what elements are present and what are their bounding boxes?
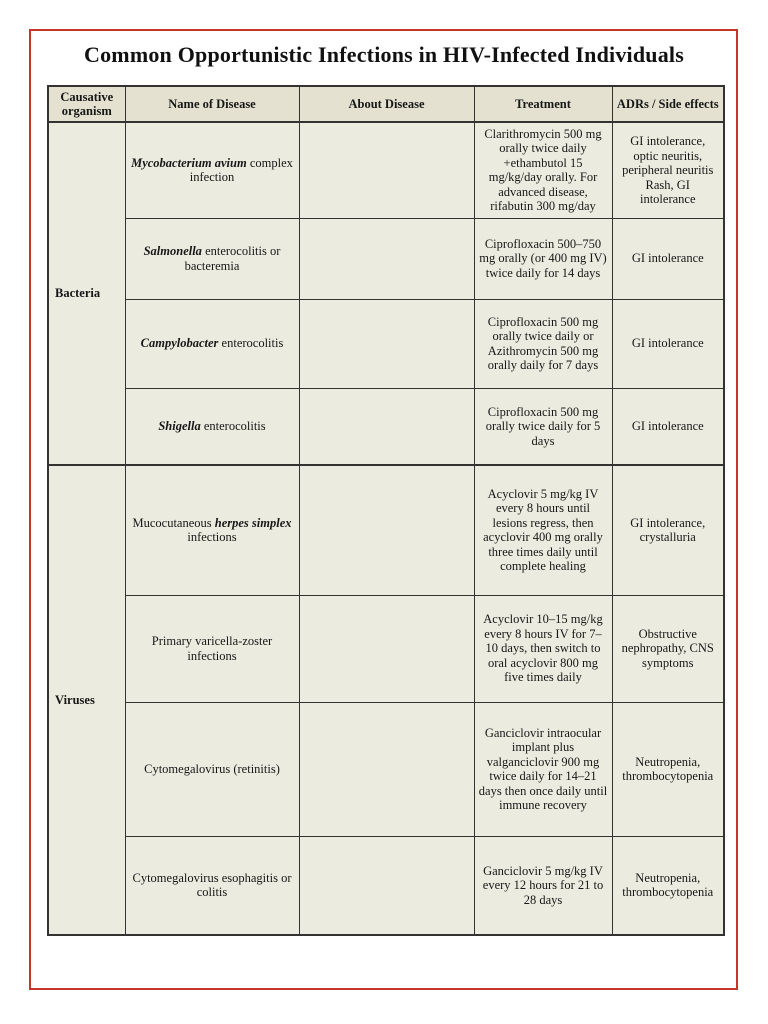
about-cell [298,835,475,936]
treatment-cell: Ciprofloxacin 500 mg orally twice daily … [473,298,613,389]
about-cell [298,464,475,596]
table-row: Campylobacter enterocolitis Ciprofloxacin… [48,298,725,389]
table-row: Cytomegalovirus (retinitis) Ganciclovir i… [48,701,725,837]
disease-name-text: Mucocutaneous [132,515,215,530]
table-row: Shigella enterocolitis Ciprofloxacin 500 … [48,387,725,466]
infections-table: Causative organism Name of Disease About… [47,85,725,936]
adr-cell: Neutropenia, thrombocytopenia [611,701,725,837]
about-cell [298,387,475,466]
treatment-cell: Ganciclovir intraocular implant plus val… [473,701,613,837]
disease-name-text: infections [187,530,237,545]
disease-cell: Campylobacter enterocolitis [124,298,300,389]
table-header: Causative organism Name of Disease About… [47,85,725,123]
adr-cell: GI intolerance, crystalluria [611,464,725,596]
treatment-cell: Acyclovir 10–15 mg/kg every 8 hours IV f… [473,594,613,703]
disease-name-emphasis: Campylobacter [140,336,219,351]
adr-cell: GI intolerance [611,217,725,300]
disease-name-text: Cytomegalovirus esophagitis or colitis [132,870,292,900]
adr-cell: GI intolerance [611,387,725,466]
organism-cell: Viruses [47,464,126,936]
header-adrs: ADRs / Side effects [611,85,725,123]
disease-cell: Mycobacterium avium complex infection [124,121,300,219]
table-row: Cytomegalovirus esophagitis or colitis Ga… [48,835,725,936]
adr-cell: GI intolerance [611,298,725,389]
header-causative-organism: Causative organism [47,85,126,123]
about-cell [298,298,475,389]
treatment-cell: Acyclovir 5 mg/kg IV every 8 hours until… [473,464,613,596]
about-cell [298,701,475,837]
disease-cell: Mucocutaneous herpes simplex infections [124,464,300,596]
adr-cell: Obstructive nephropathy, CNS symptoms [611,594,725,703]
header-about-disease: About Disease [298,85,475,123]
infections-table-container: Causative organism Name of Disease About… [47,85,725,936]
disease-name-text: Cytomegalovirus (retinitis) [144,761,280,776]
disease-cell: Primary varicella-zoster infections [124,594,300,703]
disease-cell: Cytomegalovirus (retinitis) [124,701,300,837]
disease-name-text: complex infection [189,155,293,185]
disease-cell: Salmonella enterocolitis or bacteremia [124,217,300,300]
disease-name-emphasis: Salmonella [143,244,202,258]
treatment-cell: Ciprofloxacin 500–750 mg orally (or 400 … [473,217,613,300]
table-row: Primary varicella-zoster infections Acycl… [48,594,725,703]
disease-cell: Cytomegalovirus esophagitis or colitis [124,835,300,936]
about-cell [298,217,475,300]
disease-name-text: Primary varicella-zoster infections [151,634,273,663]
disease-name-text: enterocolitis [218,336,284,351]
disease-cell: Shigella enterocolitis [124,387,300,466]
about-cell [298,121,475,219]
about-cell [298,594,475,703]
disease-name-text: enterocolitis [200,419,266,433]
treatment-cell: Ganciclovir 5 mg/kg IV every 12 hours fo… [473,835,613,936]
adr-cell: GI intolerance, optic neuritis, peripher… [611,121,725,219]
page-title: Common Opportunistic Infections in HIV-I… [84,42,684,67]
table-row: Salmonella enterocolitis or bacteremia Ci… [48,217,725,300]
header-treatment: Treatment [473,85,613,123]
header-name-of-disease: Name of Disease [124,85,300,123]
organism-cell: Bacteria [47,121,126,466]
disease-name-text: enterocolitis or bacteremia [184,244,281,273]
treatment-cell: Clarithromycin 500 mg orally twice daily… [473,121,613,219]
disease-name-emphasis: Mycobacterium avium [131,155,247,170]
disease-name-emphasis: herpes simplex [214,515,292,530]
treatment-cell: Ciprofloxacin 500 mg orally twice daily … [473,387,613,466]
disease-name-emphasis: Shigella [158,419,201,433]
adr-cell: Neutropenia, thrombocytopenia [611,835,725,936]
header-row: Causative organism Name of Disease About… [47,85,725,123]
